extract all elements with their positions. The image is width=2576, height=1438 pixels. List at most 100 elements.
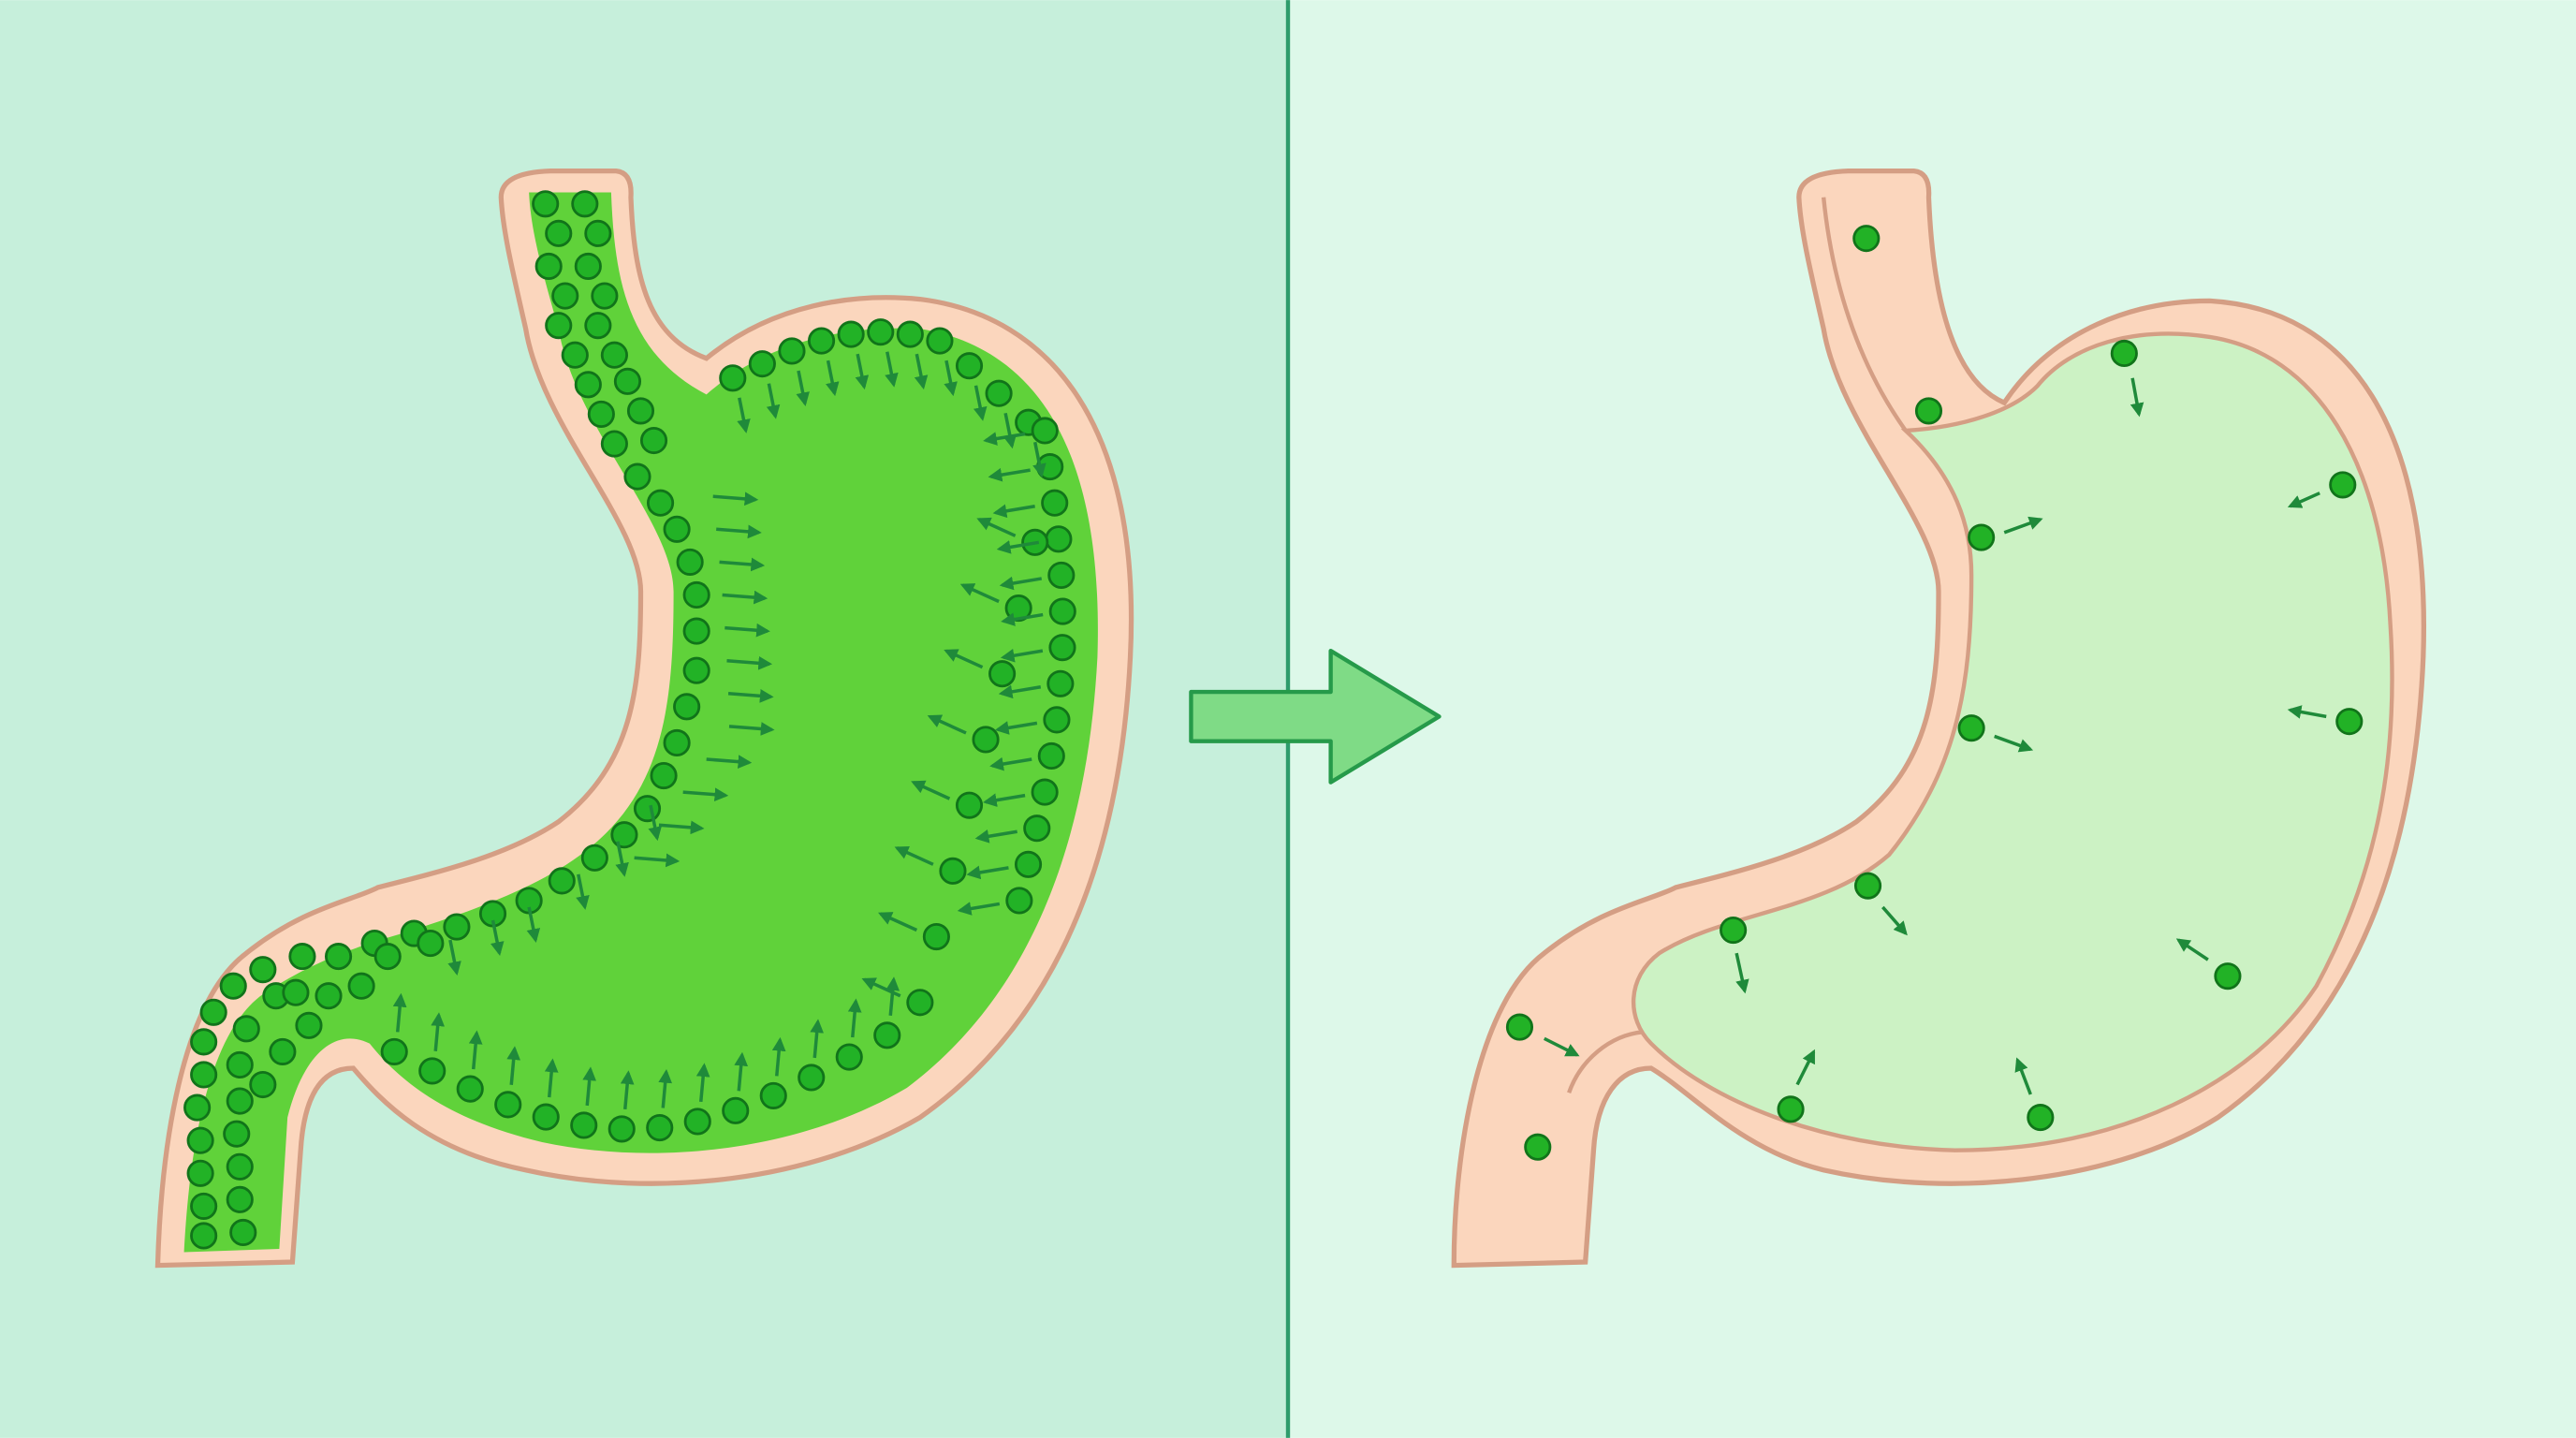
diffusion-arrow <box>766 383 781 419</box>
particle-icon <box>1031 778 1059 806</box>
particle-icon <box>190 1192 218 1220</box>
particle-icon <box>639 426 668 455</box>
particle-icon <box>896 320 924 348</box>
diffusion-arrow <box>658 820 705 835</box>
particle-icon <box>1957 714 1985 742</box>
diffusion-arrow <box>983 793 1026 807</box>
esophagus-inner-line <box>1821 197 1908 433</box>
diffusion-arrow <box>722 590 768 605</box>
particle-icon <box>443 913 471 941</box>
particle-icon <box>2110 339 2138 368</box>
particle-icon <box>646 1113 674 1142</box>
diffusion-arrow <box>695 1063 710 1103</box>
diffusion-arrow <box>2003 516 2043 535</box>
diffusion-arrow <box>431 1012 446 1051</box>
diffusion-arrow <box>847 998 862 1038</box>
particle-icon <box>1968 523 1996 551</box>
particle-icon <box>682 656 710 684</box>
particle-icon <box>580 844 608 872</box>
diffusion-arrow <box>392 992 407 1033</box>
diffusion-arrow <box>658 1068 673 1108</box>
particle-icon <box>190 1061 218 1089</box>
particle-icon <box>190 1222 218 1250</box>
particle-icon <box>1031 417 1059 445</box>
particle-icon <box>650 761 678 790</box>
particle-icon <box>532 190 560 218</box>
particle-icon <box>232 1015 260 1043</box>
particle-icon <box>1505 1013 1534 1041</box>
particle-icon <box>722 1096 750 1124</box>
particle-icon <box>545 312 573 340</box>
diffusion-arrow <box>944 649 984 669</box>
diffusion-arrow <box>526 906 541 943</box>
particle-icon <box>295 1011 323 1039</box>
diffusion-arrow <box>490 919 505 956</box>
particle-icon <box>494 1091 522 1119</box>
particle-icon <box>1048 634 1076 662</box>
particle-icon <box>199 998 227 1026</box>
diffusion-arrow <box>682 787 729 802</box>
diffusion-arrow <box>582 1066 597 1107</box>
particle-icon <box>2335 708 2364 736</box>
diffusion-arrow <box>620 1070 635 1110</box>
diffusion-arrow <box>911 780 951 800</box>
diffusion-arrow <box>994 721 1038 735</box>
diffusion-arrow <box>2175 938 2209 961</box>
diffusion-arrow <box>885 351 899 388</box>
particle-icon <box>663 515 691 543</box>
diffusion-arrow <box>724 623 770 638</box>
particle-icon <box>418 1057 446 1085</box>
particle-icon <box>574 371 602 399</box>
diffusion-arrow <box>2014 1057 2032 1095</box>
particle-icon <box>600 430 628 458</box>
particle-icon <box>226 1087 254 1115</box>
particle-icon <box>939 857 967 885</box>
particle-icon <box>623 462 651 491</box>
diffusion-arrow <box>810 1019 825 1059</box>
after-particles <box>1505 225 2364 1161</box>
particle-icon <box>417 930 445 958</box>
diffusion-arrow <box>576 873 590 910</box>
particle-icon <box>186 1159 214 1187</box>
diffusion-arrow <box>719 557 766 572</box>
particle-icon <box>545 219 573 247</box>
particle-icon <box>1524 1133 1552 1161</box>
particle-icon <box>1852 225 1881 253</box>
diffusion-arrow <box>1881 905 1908 936</box>
particle-icon <box>380 1037 408 1065</box>
particle-icon <box>183 1093 212 1122</box>
particle-icon <box>347 972 375 1000</box>
particle-icon <box>626 397 655 425</box>
diffusion-arrow <box>878 912 918 932</box>
particle-icon <box>607 1115 636 1143</box>
diffusion-arrow <box>927 714 967 735</box>
diffusion-arrow <box>988 467 1031 482</box>
diffusion-arrow <box>468 1030 483 1070</box>
particle-icon <box>610 821 638 849</box>
particle-icon <box>373 943 402 971</box>
particle-icon <box>867 318 895 346</box>
particle-icon <box>548 867 576 895</box>
particle-icon <box>1043 706 1071 734</box>
particle-icon <box>584 219 612 247</box>
particle-icon <box>587 400 615 428</box>
diffusion-arrow <box>976 517 1017 537</box>
particle-icon <box>1046 669 1075 697</box>
particle-icon <box>972 726 1000 754</box>
diffusion-arrow <box>727 689 774 703</box>
arrow-right-icon <box>1189 648 1442 785</box>
diffusion-arrow <box>992 504 1035 519</box>
particle-icon <box>2214 962 2242 990</box>
diffusion-arrow <box>1001 612 1044 626</box>
diffusion-arrow <box>998 684 1042 699</box>
particle-icon <box>835 1043 863 1071</box>
diffusion-arrow <box>726 655 773 670</box>
particle-icon <box>1041 489 1069 517</box>
particle-icon <box>683 1108 711 1136</box>
particle-icon <box>186 1126 214 1154</box>
diffusion-arrow <box>2287 492 2320 508</box>
after-stomach <box>1451 169 2427 1269</box>
particle-icon <box>229 1218 257 1247</box>
particle-icon <box>985 379 1013 407</box>
particle-icon <box>1914 397 1943 425</box>
